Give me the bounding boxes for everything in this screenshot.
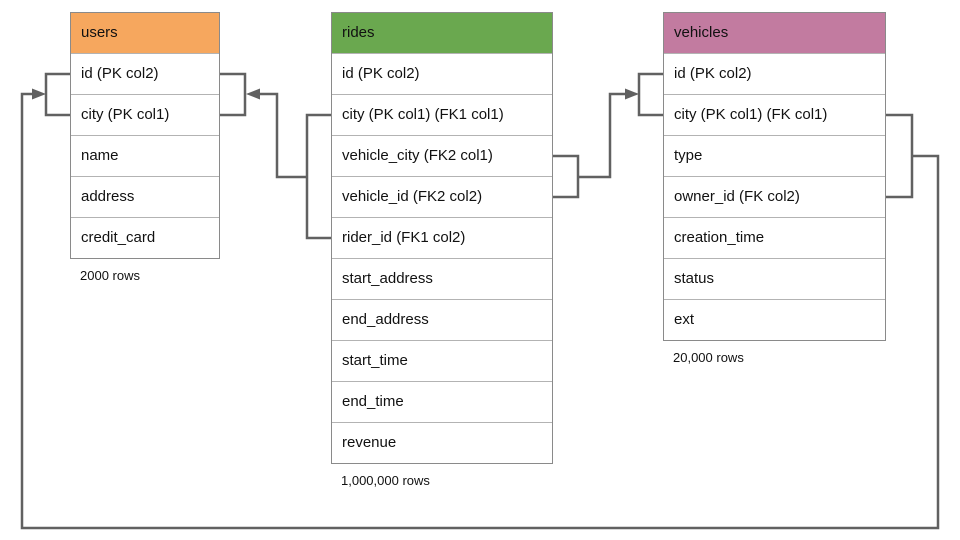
table-row: credit_card <box>71 217 219 258</box>
table-row: city (PK col1) (FK1 col1) <box>332 94 552 135</box>
table-row: type <box>664 135 885 176</box>
fk1-link-line <box>259 92 307 179</box>
table-rides-rows: id (PK col2)city (PK col1) (FK1 col1)veh… <box>332 53 552 463</box>
table-row: revenue <box>332 422 552 463</box>
rides-fk2-bracket <box>553 154 580 199</box>
table-header-users: users <box>71 13 219 53</box>
table-vehicles-rows: id (PK col2)city (PK col1) (FK col1)type… <box>664 53 885 340</box>
table-row: id (PK col2) <box>71 53 219 94</box>
table-row: rider_id (FK1 col2) <box>332 217 552 258</box>
table-row: status <box>664 258 885 299</box>
table-rides: rides id (PK col2)city (PK col1) (FK1 co… <box>331 12 553 488</box>
table-header-vehicles: vehicles <box>664 13 885 53</box>
table-row: id (PK col2) <box>332 53 552 94</box>
row-count-vehicles: 20,000 rows <box>673 350 744 365</box>
arrowhead-right-icon <box>32 88 46 100</box>
vehicles-pk-bracket <box>637 72 663 117</box>
rides-fk1-bracket <box>305 113 331 240</box>
arrowhead-left-icon <box>246 88 260 100</box>
table-vehicles: vehicles id (PK col2)city (PK col1) (FK … <box>663 12 886 365</box>
table-row: address <box>71 176 219 217</box>
table-row: vehicle_city (FK2 col1) <box>332 135 552 176</box>
table-row: creation_time <box>664 217 885 258</box>
table-row: start_time <box>332 340 552 381</box>
table-row: vehicle_id (FK2 col2) <box>332 176 552 217</box>
table-row: end_time <box>332 381 552 422</box>
table-row: ext <box>664 299 885 340</box>
fk2-rides-vehicles-connector <box>553 72 663 199</box>
table-vehicles-box: vehicles id (PK col2)city (PK col1) (FK … <box>663 12 886 341</box>
arrowhead-right-icon <box>625 88 639 100</box>
fk2-link-line <box>578 92 626 179</box>
table-row: name <box>71 135 219 176</box>
row-count-users: 2000 rows <box>80 268 140 283</box>
table-header-rides: rides <box>332 13 552 53</box>
table-row: id (PK col2) <box>664 53 885 94</box>
table-row: owner_id (FK col2) <box>664 176 885 217</box>
fk1-rides-users-connector <box>220 72 331 240</box>
vehicles-fk-bracket <box>886 113 914 199</box>
table-rides-box: rides id (PK col2)city (PK col1) (FK1 co… <box>331 12 553 464</box>
table-row: end_address <box>332 299 552 340</box>
table-row: start_address <box>332 258 552 299</box>
users-pk-bracket-left <box>44 72 70 117</box>
table-row: city (PK col1) (FK col1) <box>664 94 885 135</box>
users-pk-bracket <box>220 72 247 117</box>
table-row: city (PK col1) <box>71 94 219 135</box>
row-count-rides: 1,000,000 rows <box>341 473 430 488</box>
